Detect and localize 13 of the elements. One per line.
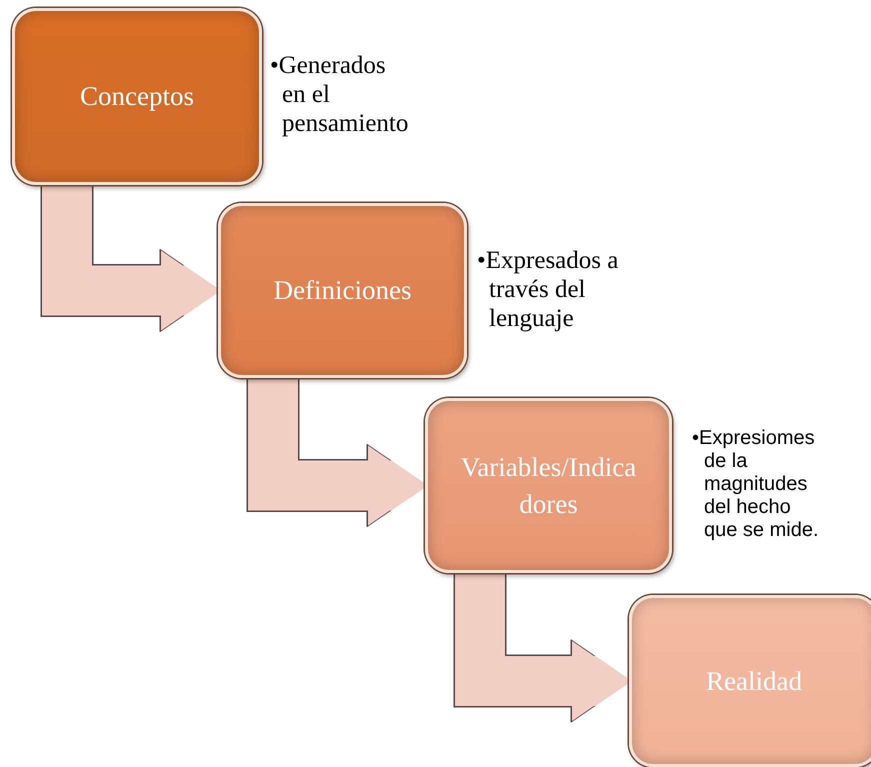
box-label: Variables/Indica dores: [460, 451, 638, 520]
box-label: Realidad: [706, 664, 802, 698]
note-text: •Expresiomes de la magnitudes del hecho que se mide.: [692, 427, 820, 542]
bent-arrow: [455, 573, 630, 721]
note-text: •Expresados a través del lenguaje: [477, 247, 620, 334]
process-box: [12, 8, 262, 185]
process-box: [218, 203, 467, 378]
process-box: [629, 595, 871, 767]
bent-arrow: [248, 378, 426, 526]
box-label: Conceptos: [80, 80, 194, 114]
box-label: Definiciones: [274, 274, 412, 308]
bent-arrow: [42, 185, 219, 330]
process-box: [425, 398, 672, 573]
